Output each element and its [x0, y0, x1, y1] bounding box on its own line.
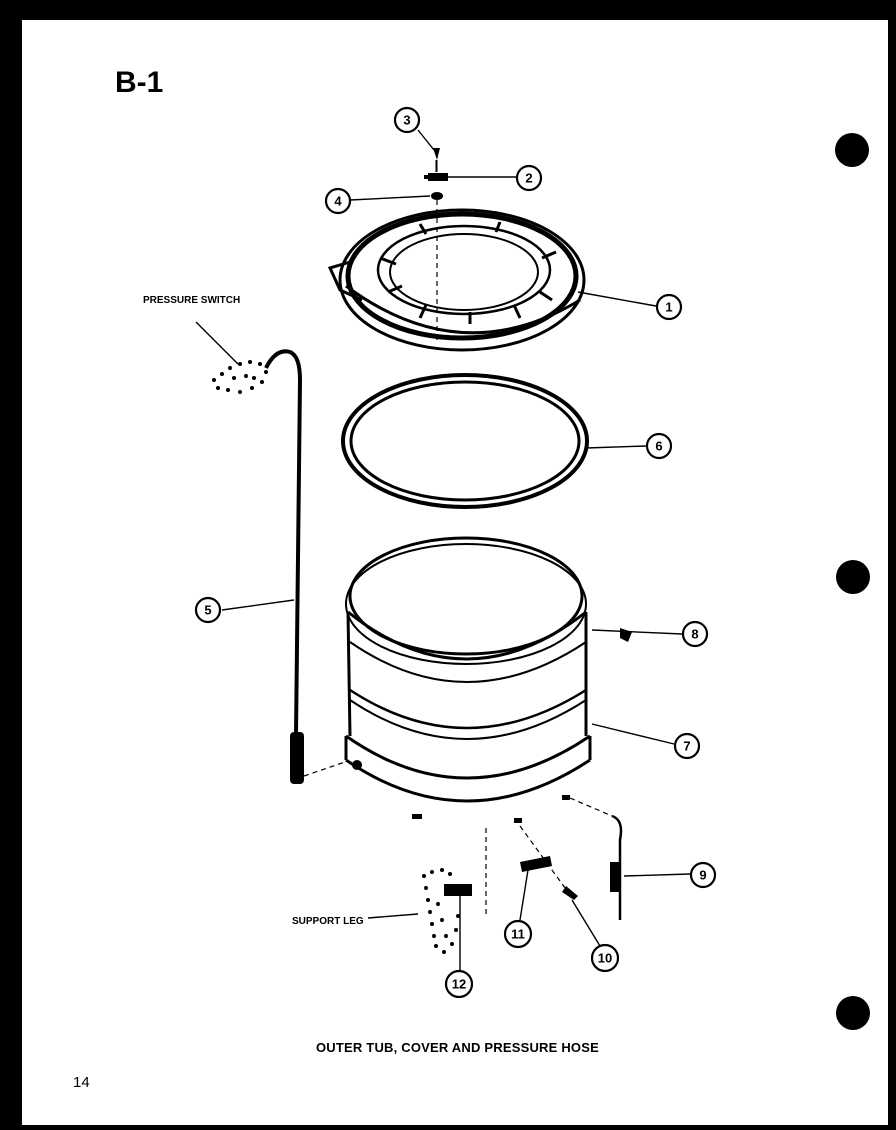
pressure-switch-label: PRESSURE SWITCH [143, 295, 240, 306]
callout-10: 10 [590, 943, 620, 973]
svg-text:5: 5 [204, 603, 211, 618]
svg-text:1: 1 [665, 300, 672, 315]
punch-hole-top [835, 133, 869, 167]
sheet-id: B-1 [115, 66, 163, 99]
svg-text:8: 8 [691, 627, 698, 642]
grommet-part [431, 192, 443, 200]
svg-text:3: 3 [403, 113, 410, 128]
callout-4: 4 [324, 187, 352, 215]
callout-7: 7 [673, 732, 701, 760]
svg-text:11: 11 [511, 927, 525, 942]
punch-hole-bottom [836, 996, 870, 1030]
diagram-caption: OUTER TUB, COVER AND PRESSURE HOSE [316, 1040, 599, 1055]
callout-2: 2 [515, 164, 543, 192]
callout-11: 11 [503, 919, 533, 949]
leader-lines [221, 129, 691, 970]
callout-1: 1 [655, 293, 683, 321]
bracket-11-part [520, 856, 552, 872]
support-leg-label: SUPPORT LEG [292, 916, 364, 927]
tub-cover-part [327, 208, 586, 352]
callout-12: 12 [444, 969, 474, 999]
callout-8: 8 [681, 620, 709, 648]
svg-text:4: 4 [334, 194, 342, 209]
callout-6: 6 [645, 432, 673, 460]
callout-3: 3 [393, 106, 421, 134]
svg-text:7: 7 [683, 739, 690, 754]
tub-gasket-part [341, 373, 589, 509]
outer-tub-part [344, 536, 613, 916]
pressure-hose-part [264, 349, 346, 784]
svg-text:10: 10 [598, 951, 612, 966]
callout-5: 5 [194, 596, 222, 624]
screw-part [433, 148, 440, 172]
svg-text:12: 12 [452, 977, 466, 992]
svg-text:2: 2 [525, 171, 532, 186]
clip-part [620, 628, 632, 642]
bracket-part [424, 173, 448, 181]
parts-sheet [22, 20, 888, 1125]
spring-part [610, 814, 623, 920]
support-leg-part [422, 868, 472, 954]
svg-text:6: 6 [655, 439, 662, 454]
screw-10-part [562, 886, 578, 900]
page-number: 14 [73, 1074, 90, 1091]
callout-9: 9 [689, 861, 717, 889]
svg-text:9: 9 [699, 868, 706, 883]
punch-hole-middle [836, 560, 870, 594]
pressure-switch-part [212, 360, 268, 394]
